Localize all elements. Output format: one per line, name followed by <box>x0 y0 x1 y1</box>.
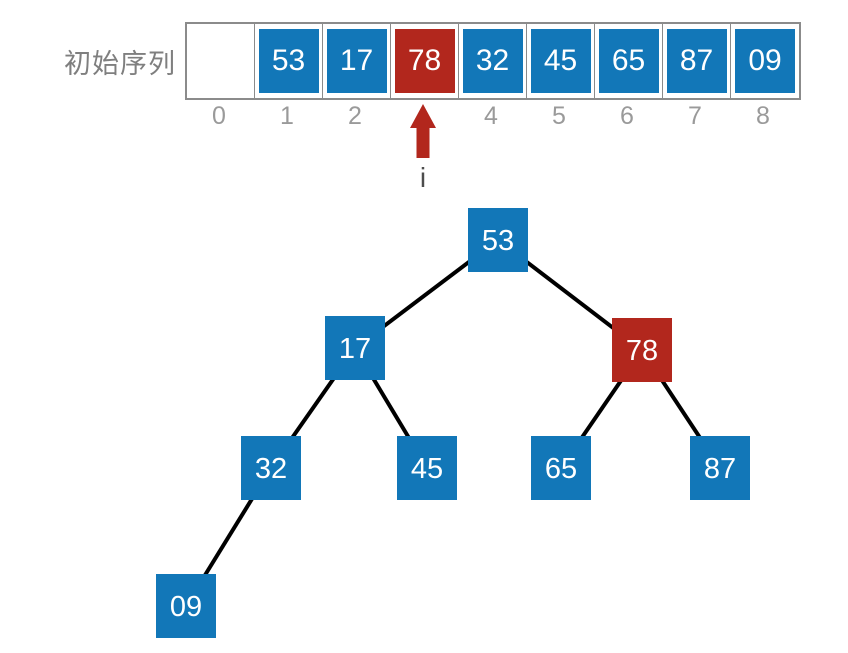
index-row: 0 1 2 4 5 6 7 8 <box>185 102 797 131</box>
array-index-label: 5 <box>552 102 566 130</box>
array-value-box: 45 <box>530 29 591 93</box>
tree-node <box>156 574 216 638</box>
tree-node <box>612 318 672 382</box>
tree-node-value: 17 <box>339 333 371 365</box>
array-index-label: 4 <box>484 102 498 130</box>
array-value-box: 09 <box>735 29 795 93</box>
array-cell: 87 <box>663 24 731 98</box>
tree-node <box>241 436 301 500</box>
tree-node-value: 65 <box>545 453 577 485</box>
tree-node <box>531 436 591 500</box>
array-cell: 45 <box>527 24 595 98</box>
tree-node-value: 78 <box>626 335 658 367</box>
array-cell <box>187 24 255 98</box>
index-pointer: i <box>397 104 449 192</box>
tree-node-value: 32 <box>255 453 287 485</box>
sequence-label: 初始序列 <box>64 48 176 79</box>
array-cell: 78 <box>391 24 459 98</box>
array-index-label: 7 <box>688 102 702 130</box>
array-index-label: 2 <box>348 102 362 130</box>
array-cell: 09 <box>731 24 799 98</box>
up-arrow-icon <box>410 104 436 158</box>
array-cell: 32 <box>459 24 527 98</box>
array-value-box: 53 <box>258 29 319 93</box>
array-value-box: 65 <box>598 29 659 93</box>
array-value-box: 32 <box>462 29 523 93</box>
tree-node-value: 87 <box>704 453 736 485</box>
array-cell: 53 <box>255 24 323 98</box>
tree-node <box>468 208 528 272</box>
array-cell: 65 <box>595 24 663 98</box>
tree-node-value: 53 <box>482 225 514 257</box>
tree-node <box>690 436 750 500</box>
array-index-label: 0 <box>212 102 226 130</box>
array-value-box: 17 <box>326 29 387 93</box>
array-index-label: 6 <box>620 102 634 130</box>
array-cell: 17 <box>323 24 391 98</box>
array-value-box: 87 <box>666 29 727 93</box>
pointer-label: i <box>419 162 427 193</box>
array-value-box: 78 <box>394 29 455 93</box>
tree-node-value: 09 <box>170 591 202 623</box>
array-index-label: 8 <box>756 102 770 130</box>
tree-node <box>325 316 385 380</box>
tree-node-value: 45 <box>411 453 443 485</box>
array-index-label: 1 <box>280 102 294 130</box>
tree-node <box>397 436 457 500</box>
